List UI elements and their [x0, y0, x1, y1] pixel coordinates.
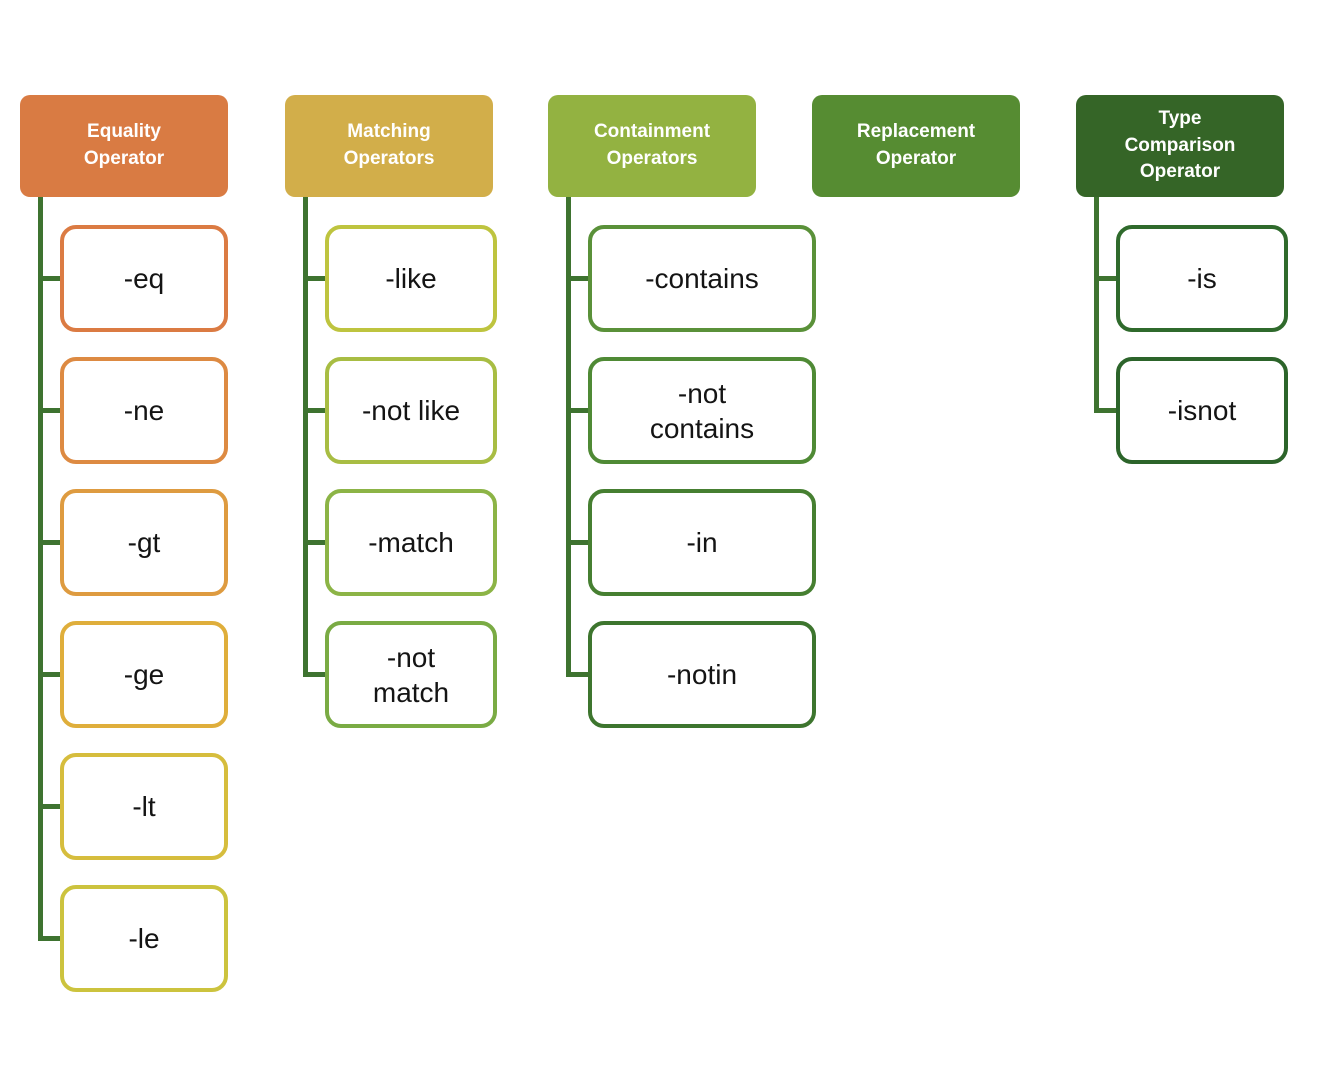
matching-connector-trunk: [303, 197, 308, 675]
node-eq: -eq: [38, 225, 228, 332]
replacement-header-label: Replacement Operator: [856, 121, 976, 169]
connector-stub: [1094, 408, 1116, 413]
connector-stub: [38, 276, 60, 281]
containment-header: Containment Operators: [548, 95, 756, 197]
connector-stub: [1094, 276, 1116, 281]
node-not-contains-label: -not contains: [649, 377, 755, 444]
equality-header-label: Equality Operator: [83, 121, 165, 169]
node-lt: -lt: [38, 753, 228, 860]
node-not-contains: -not contains: [566, 357, 816, 464]
node-ge-label: -ge: [123, 659, 165, 690]
node-ne-label: -ne: [123, 395, 165, 426]
node-is: -is: [1094, 225, 1288, 332]
node-not-match: -not match: [303, 621, 497, 728]
connector-stub: [38, 408, 60, 413]
equality-connector-trunk: [38, 197, 43, 939]
node-contains-label: -contains: [645, 263, 759, 294]
connector-stub: [303, 540, 325, 545]
node-lt-label: -lt: [132, 791, 156, 822]
node-not-like-label: -not like: [361, 395, 461, 426]
column-equality: Equality Operator -eq -ne -gt -ge -lt -l…: [20, 95, 228, 992]
node-like-label: -like: [385, 263, 437, 294]
connector-stub: [303, 672, 325, 677]
column-matching: Matching Operators -like -not like -matc…: [285, 95, 497, 728]
containment-connector-trunk: [566, 197, 571, 675]
node-isnot: -isnot: [1094, 357, 1288, 464]
matching-header: Matching Operators: [285, 95, 493, 197]
connector-stub: [566, 408, 588, 413]
node-le-label: -le: [128, 923, 160, 954]
column-replacement: Replacement Operator: [812, 95, 1020, 197]
equality-header: Equality Operator: [20, 95, 228, 197]
containment-header-label: Containment Operators: [593, 121, 711, 169]
node-le: -le: [38, 885, 228, 992]
matching-header-label: Matching Operators: [343, 121, 435, 169]
node-notin: -notin: [566, 621, 816, 728]
connector-stub: [566, 276, 588, 281]
node-ge: -ge: [38, 621, 228, 728]
type-comparison-header: Type Comparison Operator: [1076, 95, 1284, 197]
node-eq-label: -eq: [123, 263, 165, 294]
node-in-label: -in: [686, 527, 718, 558]
node-notin-label: -notin: [666, 659, 738, 690]
column-type-comparison: Type Comparison Operator -is -isnot: [1076, 95, 1288, 464]
column-containment: Containment Operators -contains -not con…: [548, 95, 816, 728]
node-gt: -gt: [38, 489, 228, 596]
type-comparison-header-label: Type Comparison Operator: [1124, 108, 1236, 183]
node-contains: -contains: [566, 225, 816, 332]
connector-stub: [303, 408, 325, 413]
connector-stub: [303, 276, 325, 281]
replacement-header: Replacement Operator: [812, 95, 1020, 197]
node-like: -like: [303, 225, 497, 332]
node-match-label: -match: [368, 527, 454, 558]
connector-stub: [566, 672, 588, 677]
connector-stub: [38, 540, 60, 545]
node-ne: -ne: [38, 357, 228, 464]
connector-stub: [38, 804, 60, 809]
type-comparison-connector-trunk: [1094, 197, 1099, 411]
connector-stub: [38, 936, 60, 941]
node-is-label: -is: [1187, 263, 1217, 294]
node-gt-label: -gt: [127, 527, 161, 558]
node-match: -match: [303, 489, 497, 596]
connector-stub: [566, 540, 588, 545]
node-in: -in: [566, 489, 816, 596]
connector-stub: [38, 672, 60, 677]
node-not-match-label: -not match: [372, 641, 450, 708]
node-isnot-label: -isnot: [1167, 395, 1237, 426]
node-not-like: -not like: [303, 357, 497, 464]
